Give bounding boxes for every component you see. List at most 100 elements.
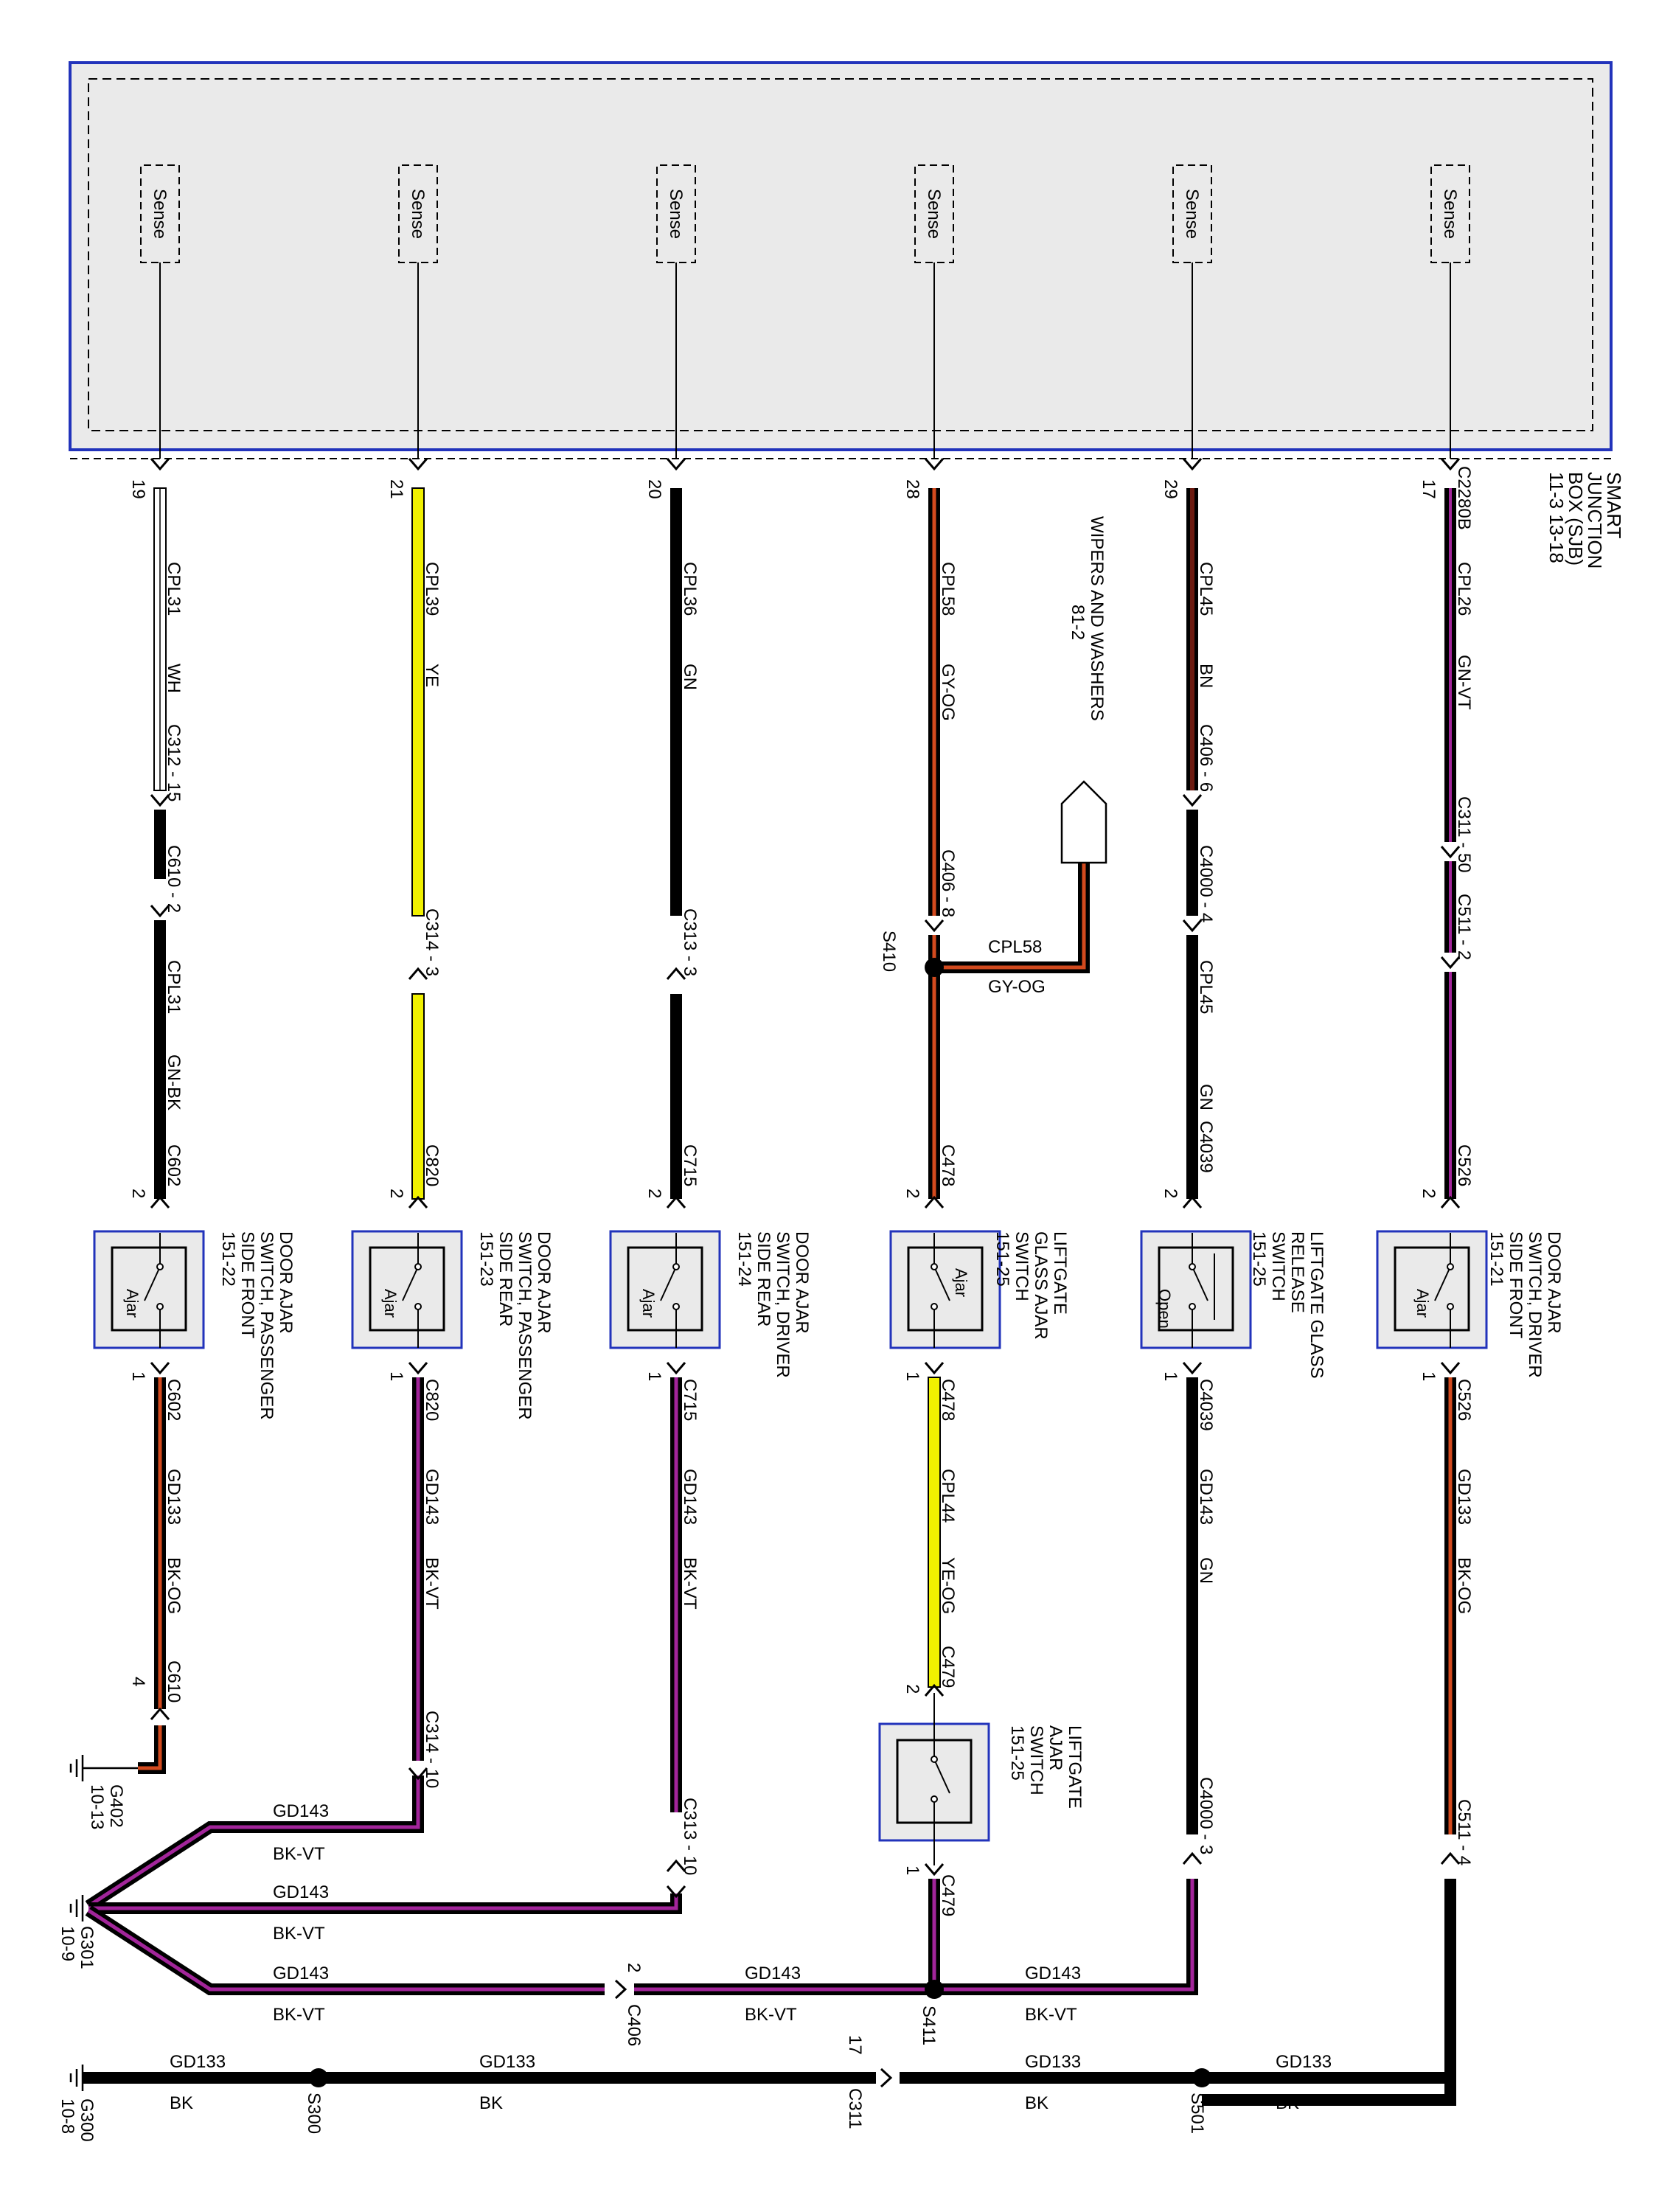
sense-internal-wires [159, 262, 1451, 459]
ground-g402-icon [69, 1755, 138, 1781]
svg-text:SIDE FRONT: SIDE FRONT [237, 1231, 257, 1339]
svg-text:1: 1 [386, 1371, 406, 1381]
svg-text:19: 19 [128, 479, 148, 499]
svg-text:17: 17 [1419, 479, 1439, 499]
svg-text:Ajar: Ajar [639, 1289, 658, 1318]
svg-text:C314 - 3: C314 - 3 [422, 908, 442, 976]
svg-text:Sense: Sense [408, 189, 428, 239]
ground-g301-icon [69, 1895, 84, 1921]
svg-text:SWITCH, PASSENGER: SWITCH, PASSENGER [257, 1231, 276, 1420]
svg-text:SWITCH, DRIVER: SWITCH, DRIVER [773, 1231, 793, 1378]
svg-text:GD143: GD143 [422, 1469, 442, 1525]
sjb-connector-label: C2280B [1454, 466, 1474, 530]
svg-text:GN: GN [1196, 1084, 1216, 1110]
svg-text:10-9: 10-9 [58, 1926, 77, 1961]
svg-text:BK: BK [170, 2093, 193, 2113]
svg-text:GD133: GD133 [164, 1469, 184, 1525]
svg-text:151-24: 151-24 [734, 1231, 754, 1287]
svg-text:C478: C478 [938, 1379, 958, 1421]
svg-text:151-25: 151-25 [1249, 1231, 1269, 1287]
svg-text:GD133: GD133 [1276, 2052, 1332, 2072]
svg-text:DOOR AJAR: DOOR AJAR [534, 1231, 554, 1334]
svg-text:CPL58: CPL58 [938, 562, 958, 616]
svg-text:S411: S411 [919, 2006, 939, 2045]
svg-text:BK: BK [479, 2093, 503, 2113]
svg-text:LIFTGATE GLASS: LIFTGATE GLASS [1307, 1231, 1326, 1379]
svg-text:SIDE REAR: SIDE REAR [754, 1231, 773, 1326]
svg-text:GN-BK: GN-BK [164, 1054, 184, 1110]
svg-text:G300: G300 [77, 2098, 97, 2142]
svg-text:WIPERS AND WASHERS: WIPERS AND WASHERS [1087, 516, 1107, 721]
splice-s410 [925, 958, 944, 977]
door-ajar-switch-passenger-front: Ajar [93, 1230, 205, 1349]
svg-text:C311 - 50: C311 - 50 [1454, 796, 1474, 873]
wipers-label: WIPERS AND WASHERS 81-2 [1068, 516, 1107, 721]
svg-text:GN-VT: GN-VT [1454, 655, 1474, 710]
svg-text:BK-VT: BK-VT [273, 2005, 325, 2025]
liftgate-glass-ajar-switch: Ajar [889, 1230, 1001, 1349]
svg-text:GD133: GD133 [1025, 2052, 1081, 2072]
svg-text:2: 2 [902, 1189, 922, 1198]
svg-text:151-22: 151-22 [218, 1231, 238, 1287]
svg-text:CPL26: CPL26 [1454, 562, 1474, 616]
svg-text:BK: BK [1276, 2093, 1299, 2113]
svg-text:GD133: GD133 [170, 2052, 226, 2072]
svg-text:C610 - 2: C610 - 2 [164, 845, 184, 913]
svg-text:2: 2 [386, 1189, 406, 1198]
svg-text:BK-VT: BK-VT [273, 1924, 325, 1944]
svg-text:Ajar: Ajar [1413, 1289, 1432, 1318]
svg-text:GN: GN [1196, 1557, 1216, 1584]
svg-text:DOOR AJAR: DOOR AJAR [792, 1231, 812, 1334]
svg-text:C2280B: C2280B [1454, 466, 1474, 530]
door-ajar-switch-passenger-rear: Ajar [351, 1230, 463, 1349]
splice-s300 [309, 2068, 328, 2087]
svg-text:C526: C526 [1454, 1144, 1474, 1186]
svg-text:CPL45: CPL45 [1196, 960, 1216, 1014]
wires [83, 487, 1456, 2106]
svg-text:SIDE FRONT: SIDE FRONT [1506, 1231, 1526, 1339]
svg-text:2: 2 [644, 1189, 664, 1198]
sense-boxes: Sense Sense Sense Sense Sense Sense [140, 164, 1470, 263]
svg-text:2: 2 [1161, 1189, 1180, 1198]
svg-text:Ajar: Ajar [123, 1289, 142, 1318]
svg-text:S501: S501 [1187, 2093, 1207, 2134]
svg-text:Ajar: Ajar [952, 1268, 970, 1297]
svg-text:1: 1 [644, 1371, 664, 1381]
svg-text:SWITCH: SWITCH [1012, 1231, 1032, 1301]
svg-text:4: 4 [128, 1677, 148, 1686]
svg-text:151-25: 151-25 [1007, 1725, 1027, 1781]
svg-text:S410: S410 [879, 931, 899, 972]
svg-text:29: 29 [1161, 479, 1180, 499]
svg-text:C312 - 15: C312 - 15 [164, 724, 184, 801]
svg-text:SWITCH, PASSENGER: SWITCH, PASSENGER [515, 1231, 535, 1420]
svg-text:2: 2 [128, 1189, 148, 1198]
svg-text:SWITCH: SWITCH [1026, 1725, 1046, 1795]
svg-text:GD133: GD133 [479, 2052, 535, 2072]
sense-box: Sense [398, 164, 438, 263]
svg-text:10-13: 10-13 [87, 1784, 107, 1829]
svg-text:C406 - 6: C406 - 6 [1196, 724, 1216, 792]
ground-g300-icon [69, 2065, 84, 2091]
svg-text:C4000 - 4: C4000 - 4 [1196, 845, 1216, 922]
svg-text:S300: S300 [304, 2093, 324, 2134]
svg-text:Sense: Sense [1440, 189, 1460, 239]
door-ajar-switch-driver-rear: Ajar [609, 1230, 721, 1349]
svg-text:BK-OG: BK-OG [1454, 1557, 1474, 1614]
svg-text:1: 1 [1419, 1371, 1439, 1381]
svg-text:G301: G301 [77, 1926, 97, 1969]
sense-box: Sense [140, 164, 180, 263]
svg-text:C715: C715 [680, 1144, 700, 1186]
svg-text:BK: BK [1025, 2093, 1048, 2113]
svg-text:C479: C479 [938, 1874, 958, 1916]
svg-text:GD143: GD143 [273, 1964, 329, 1983]
splice-s410-label: S410 [879, 931, 899, 972]
svg-text:C602: C602 [164, 1144, 184, 1186]
sense-box: Sense [914, 164, 954, 263]
svg-text:CPL31: CPL31 [164, 562, 184, 616]
svg-text:GD143: GD143 [1025, 1964, 1081, 1983]
svg-text:2: 2 [902, 1684, 922, 1694]
svg-text:BK-VT: BK-VT [680, 1557, 700, 1610]
svg-text:Sense: Sense [924, 189, 944, 239]
svg-text:SMART: SMART [1603, 472, 1625, 539]
wipers-circuit: CPL58 [988, 937, 1042, 957]
